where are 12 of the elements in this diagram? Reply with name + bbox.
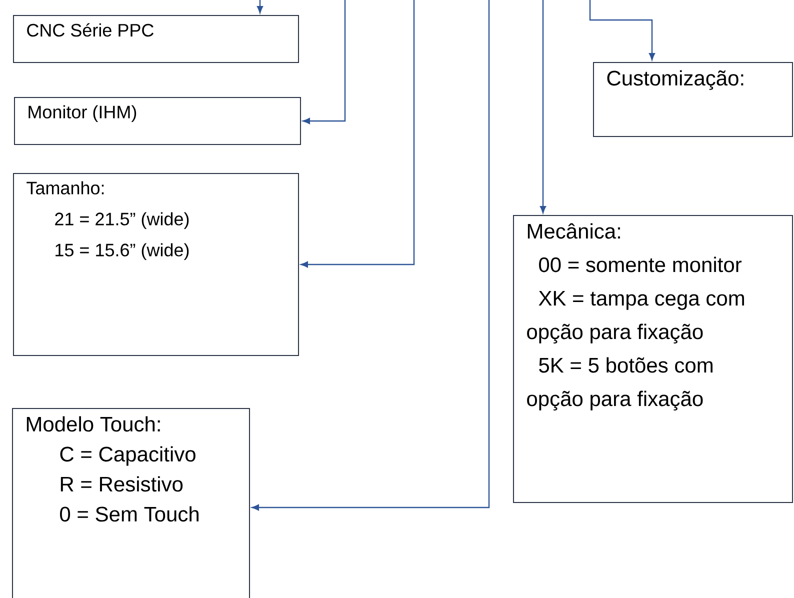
- text-box: Customização:: [593, 62, 793, 137]
- arrow: [302, 0, 346, 124]
- text-box: CNC Série PPC: [13, 15, 299, 63]
- arrow: [252, 0, 490, 511]
- arrow: [256, 0, 264, 14]
- text-box: Tamanho: 21 = 21.5” (wide) 15 = 15.6” (wide): [13, 173, 299, 356]
- arrow: [540, 0, 546, 214]
- text-box: Mecânica: 00 = somente monitor XK = tampa cega com opção para fixação 5K = 5 botões com opção para fixação: [513, 215, 793, 503]
- text-box: Monitor (IHM): [14, 97, 301, 145]
- arrow: [300, 0, 415, 268]
- arrow: [589, 0, 656, 60]
- text-box: Modelo Touch: C = Capacitivo R = Resistivo 0 = Sem Touch: [12, 408, 250, 598]
